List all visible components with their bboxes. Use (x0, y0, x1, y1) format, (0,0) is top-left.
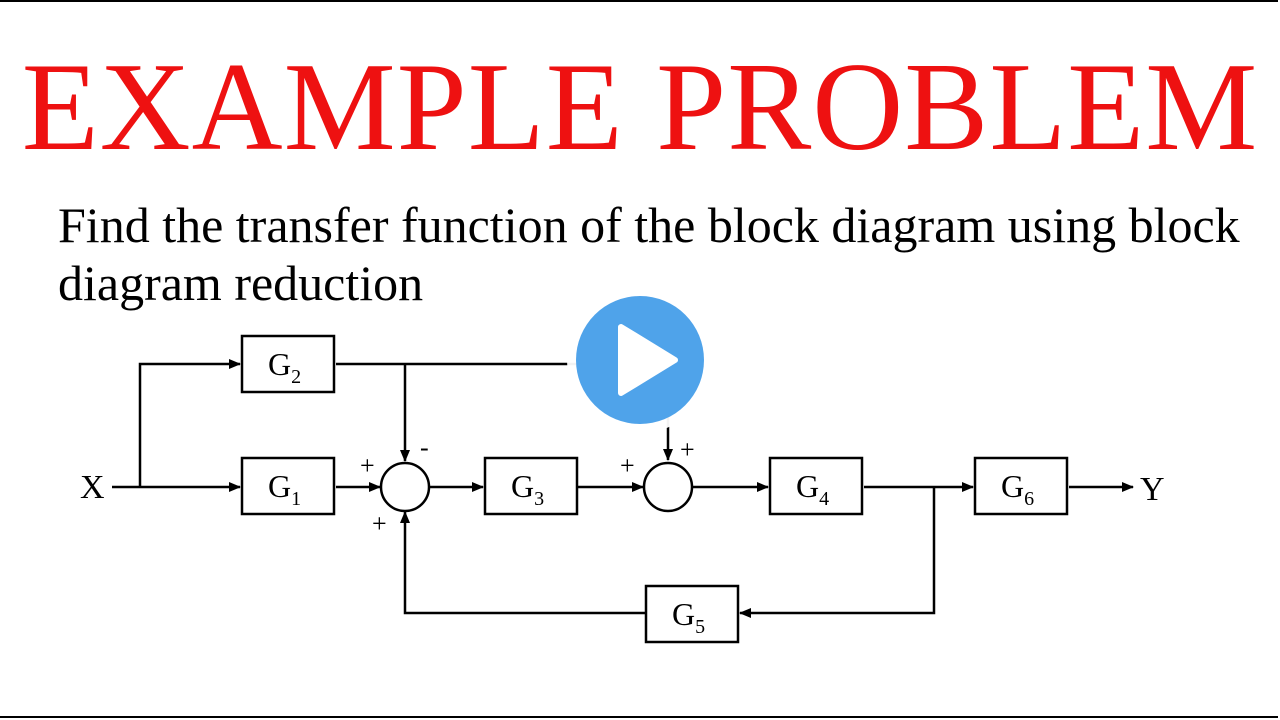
svg-text:G6: G6 (1001, 468, 1034, 510)
wire-x-branch-to-g2 (138, 359, 241, 487)
wire-feedback-to-g5 (739, 487, 936, 618)
block-g6: G6 (973, 456, 1069, 516)
output-label: Y (1140, 471, 1165, 508)
svg-text:G3: G3 (511, 468, 544, 510)
sum1-sign-top: - (420, 433, 429, 462)
svg-text:G2: G2 (268, 346, 301, 388)
page-title: EXAMPLE PROBLEM (21, 38, 1259, 177)
play-icon (618, 324, 678, 396)
summing-junction-2 (642, 461, 694, 513)
summing-junction-1 (379, 461, 431, 513)
block-g1: G1 (240, 456, 336, 516)
sum2-sign-left: + (620, 451, 635, 480)
block-g5: G5 (644, 584, 740, 644)
svg-text:G4: G4 (796, 468, 829, 510)
wire-g5-to-sum1 (400, 511, 645, 615)
problem-statement: Find the transfer function of the block … (58, 197, 1240, 311)
play-button[interactable] (567, 287, 713, 433)
sum1-sign-left: + (360, 451, 375, 480)
block-g4: G4 (768, 456, 864, 516)
block-g3: G3 (483, 456, 579, 516)
svg-text:G1: G1 (268, 468, 301, 510)
svg-text:G5: G5 (672, 596, 705, 638)
sum1-sign-bottom: + (372, 509, 387, 538)
sum2-sign-top: + (680, 435, 695, 464)
block-g2: G2 (240, 334, 336, 394)
input-label: X (80, 469, 105, 506)
